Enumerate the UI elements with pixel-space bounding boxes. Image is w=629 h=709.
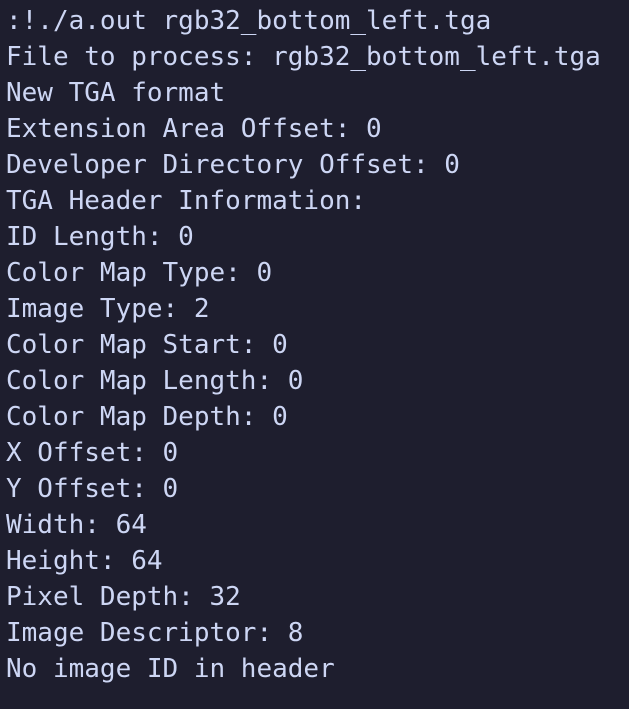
output-line: File to process: rgb32_bottom_left.tga: [6, 42, 601, 72]
output-line: No image ID in header: [6, 654, 335, 684]
output-line: Color Map Type: 0: [6, 258, 273, 288]
output-line: Color Map Depth: 0: [6, 402, 288, 432]
output-line: Extension Area Offset: 0: [6, 114, 382, 144]
command-line: :!./a.out rgb32_bottom_left.tga: [6, 6, 492, 36]
output-line: ID Length: 0: [6, 222, 194, 252]
output-line: New TGA format: [6, 78, 226, 108]
output-line: Width: 64: [6, 510, 147, 540]
output-line: Color Map Length: 0: [6, 366, 304, 396]
output-line: Color Map Start: 0: [6, 330, 288, 360]
output-line: Developer Directory Offset: 0: [6, 150, 460, 180]
output-line: Image Descriptor: 8: [6, 618, 304, 648]
output-line: Pixel Depth: 32: [6, 582, 241, 612]
output-line: Y Offset: 0: [6, 474, 179, 504]
output-line: X Offset: 0: [6, 438, 179, 468]
output-line: TGA Header Information:: [6, 186, 367, 216]
output-line: Height: 64: [6, 546, 163, 576]
output-line: Image Type: 2: [6, 294, 210, 324]
